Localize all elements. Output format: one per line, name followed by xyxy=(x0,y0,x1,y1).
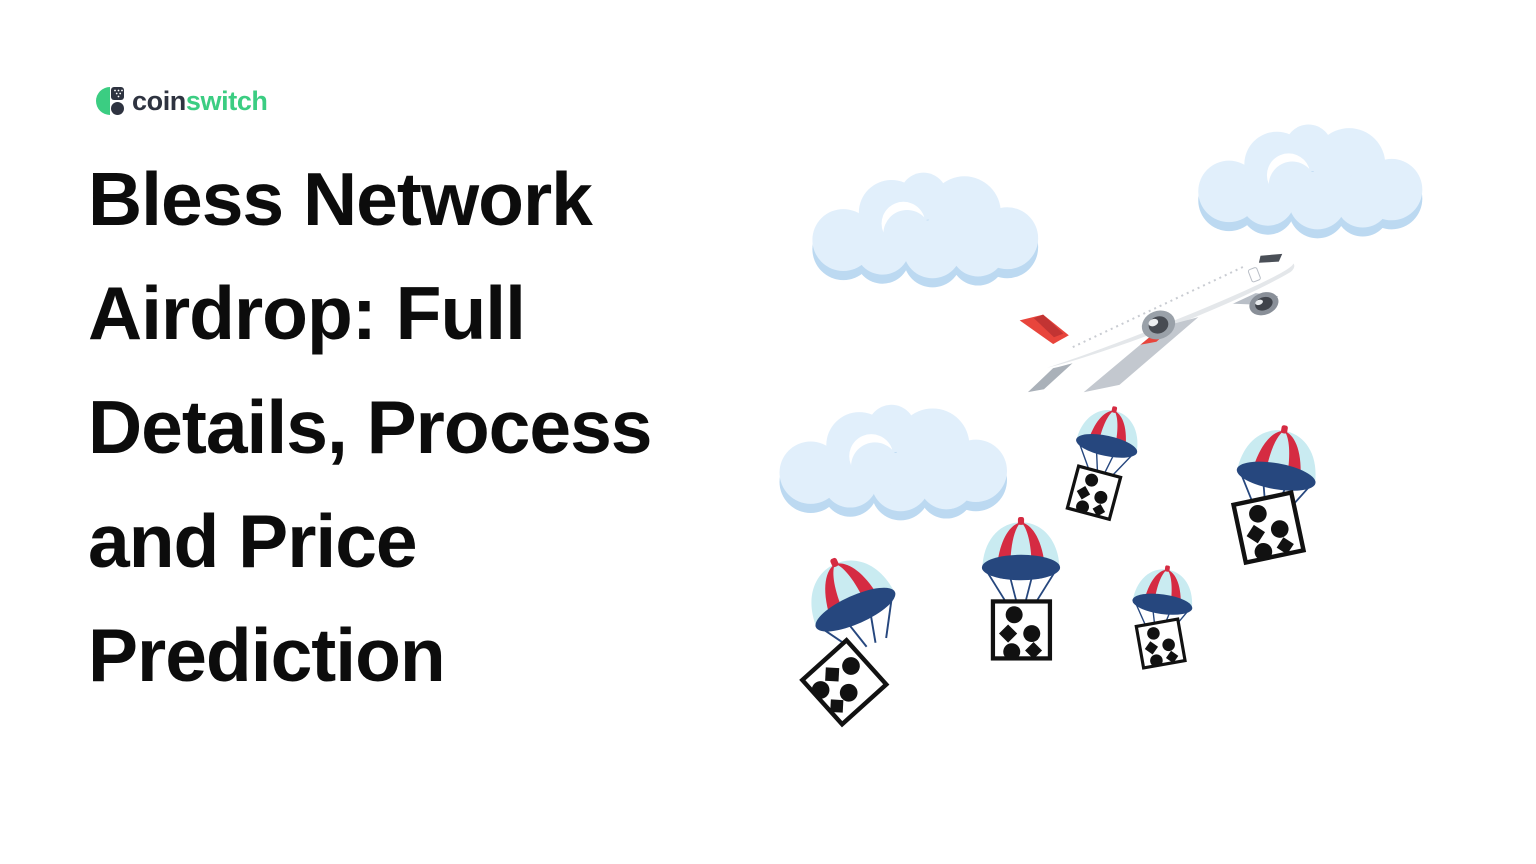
headline-line-2: Airdrop: Full xyxy=(88,271,526,355)
cloud-icon xyxy=(1198,124,1423,239)
headline-line-5: Prediction xyxy=(88,613,446,697)
headline-line-3: Details, Process xyxy=(88,385,653,469)
parachute-crate-icon xyxy=(981,516,1061,662)
cloud-icon xyxy=(779,404,1007,521)
page-title: Bless Network Airdrop: Full Details, Pro… xyxy=(88,142,788,712)
parachute-crate-icon xyxy=(1229,417,1326,580)
headline-line-1: Bless Network xyxy=(88,157,593,241)
airdrop-illustration xyxy=(740,80,1536,780)
logo-text-switch: switch xyxy=(185,86,268,116)
coinswitch-logo[interactable]: coinswitch xyxy=(95,86,268,116)
airplane-icon xyxy=(1001,217,1321,418)
parachute-crate-icon xyxy=(1128,560,1199,671)
coinswitch-logo-text: coinswitch xyxy=(132,86,268,116)
coinswitch-logo-icon xyxy=(96,87,124,115)
parachute-crate-icon xyxy=(792,539,912,730)
logo-text-coin: coin xyxy=(132,86,186,116)
headline-line-4: and Price xyxy=(88,499,418,583)
parachute-crate-icon xyxy=(1065,399,1147,523)
